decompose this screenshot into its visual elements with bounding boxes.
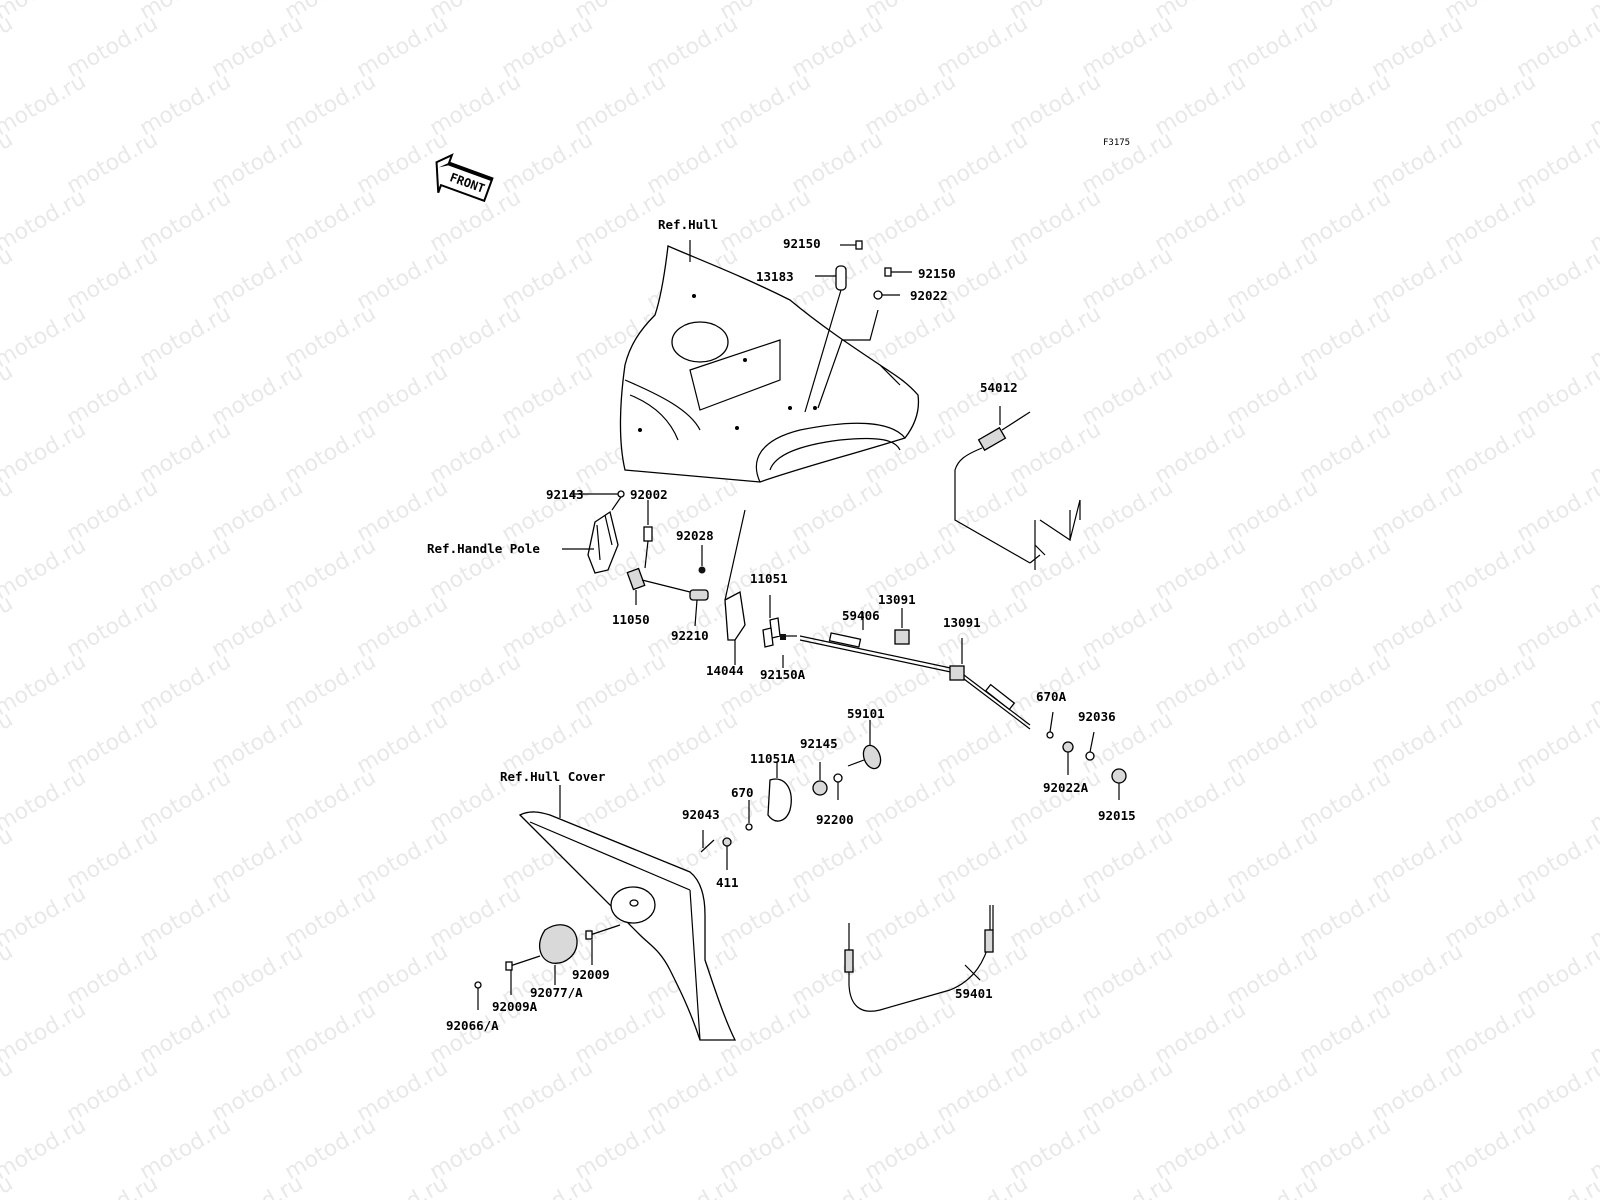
bracket-14044 <box>724 509 781 665</box>
watermark-text: motod.ru <box>208 1171 308 1200</box>
watermark-text: motod.ru <box>0 127 17 199</box>
watermark-text: motod.ru <box>1368 1171 1468 1200</box>
part-label: 670A <box>1036 689 1067 704</box>
watermark-text: motod.ru <box>498 1171 598 1200</box>
ref-hull-label: Ref.Hull <box>658 217 718 232</box>
watermark-text: motod.ru <box>0 0 90 25</box>
watermark-text: motod.ru <box>0 939 17 1011</box>
part-label: 11051A <box>750 751 796 766</box>
watermark-text: motod.ru <box>933 1171 1033 1200</box>
watermark-text: motod.ru <box>0 533 90 605</box>
watermark-text: motod.ru <box>0 649 90 721</box>
part-labels: 92150 13183 92150 92022 54012 92143 9200… <box>446 236 1136 1033</box>
watermark-text: motod.ru <box>0 185 90 257</box>
part-label: 13091 <box>878 592 916 607</box>
part-label: 59406 <box>842 608 880 623</box>
watermark-text: motod.ru <box>0 997 90 1069</box>
part-label: 92150 <box>918 266 956 281</box>
part-label: 92009 <box>572 967 610 982</box>
cable-54012 <box>954 406 1081 570</box>
part-label: 54012 <box>980 380 1018 395</box>
part-label: 92028 <box>676 528 714 543</box>
part-label: 92200 <box>816 812 854 827</box>
part-label: 11050 <box>612 612 650 627</box>
part-label: 92066/A <box>446 1018 499 1033</box>
part-label: 92077/A <box>530 985 583 1000</box>
part-label: 92022 <box>910 288 948 303</box>
watermark-text: motod.ru <box>0 69 90 141</box>
part-label: 92210 <box>671 628 709 643</box>
part-label: 13183 <box>756 269 794 284</box>
watermark-text: motod.ru <box>0 475 17 547</box>
part-label: 92015 <box>1098 808 1136 823</box>
part-label: 13091 <box>943 615 981 630</box>
ref-hull-cover-label: Ref.Hull Cover <box>500 769 606 784</box>
watermark-text: motod.ru <box>788 1171 888 1200</box>
part-label: 11051 <box>750 571 788 586</box>
watermark-text: motod.ru <box>0 707 17 779</box>
watermark-text: motod.ru <box>0 823 17 895</box>
handle-pole-group: Ref.Handle Pole <box>427 490 709 627</box>
part-label: 14044 <box>706 663 744 678</box>
cable-59406 <box>780 608 1031 730</box>
part-label: 59101 <box>847 706 885 721</box>
watermark-text: motod.ru <box>0 359 17 431</box>
watermark-text: motod.ru <box>1078 1171 1178 1200</box>
figure-code: F3175 <box>1103 138 1130 148</box>
watermark-text: motod.ru <box>0 765 90 837</box>
cable-59401 <box>844 905 994 1012</box>
front-arrow-icon: FRONT <box>435 153 494 203</box>
watermark-text: motod.ru <box>0 881 90 953</box>
ref-handle-pole-label: Ref.Handle Pole <box>427 541 540 556</box>
watermark-text: motod.ru <box>1223 1171 1323 1200</box>
part-label: 92009A <box>492 999 538 1014</box>
watermark-text: motod.ru <box>353 1171 453 1200</box>
watermark-text: motod.ru <box>0 1055 17 1127</box>
watermark-text: motod.ru <box>0 11 17 83</box>
part-label: 92150A <box>760 667 806 682</box>
part-label: 411 <box>716 875 739 890</box>
watermark-text: motod.ru <box>0 301 90 373</box>
part-label: 92143 <box>546 487 584 502</box>
watermark-text: motod.ru <box>0 417 90 489</box>
watermark-text: motod.ru <box>0 243 17 315</box>
watermark-text: motod.ru <box>643 1171 743 1200</box>
part-label: 670 <box>731 785 754 800</box>
part-label: 92043 <box>682 807 720 822</box>
part-label: 92145 <box>800 736 838 751</box>
part-label: 92002 <box>630 487 668 502</box>
watermark-text: motod.ru <box>63 1171 163 1200</box>
top-fasteners <box>804 240 912 413</box>
hull-cover-drawing: Ref.Hull Cover <box>474 769 737 1041</box>
part-label: 92022A <box>1043 780 1089 795</box>
watermark-text: motod.ru <box>1513 1171 1600 1200</box>
watermark-text: motod.ru <box>0 1113 90 1185</box>
right-small-parts <box>1046 711 1127 800</box>
part-label: 92150 <box>783 236 821 251</box>
part-label: 59401 <box>955 986 993 1001</box>
part-label: 92036 <box>1078 709 1116 724</box>
hull-drawing: Ref.Hull <box>619 217 920 483</box>
knob-59101-group <box>700 720 882 870</box>
watermark-text: motod.ru <box>0 591 17 663</box>
